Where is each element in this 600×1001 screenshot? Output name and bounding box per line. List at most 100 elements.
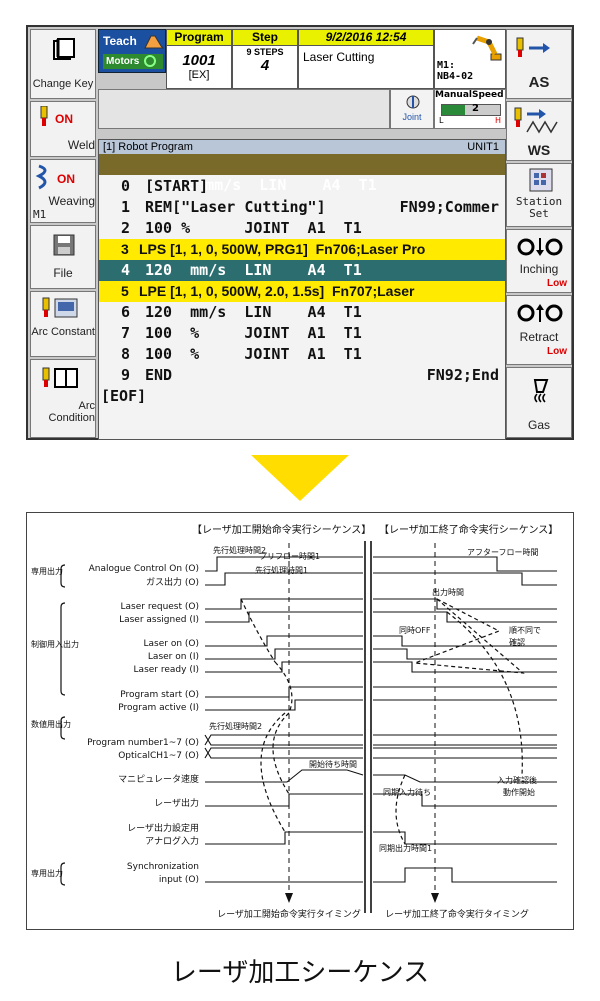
- program-window-titlebar: [1] Robot Program UNIT1: [99, 140, 505, 154]
- joint-box[interactable]: Joint: [390, 89, 434, 129]
- signal-label: Laser ready (I): [134, 665, 199, 675]
- line-text: REM["Laser Cutting"]: [145, 198, 326, 216]
- arc-book-icon: [42, 367, 78, 388]
- program-box[interactable]: Program 1001 [EX]: [166, 29, 232, 89]
- weave-icon: [35, 164, 47, 190]
- annotation: 確認: [509, 637, 525, 647]
- station-set-label: Station Set: [515, 195, 563, 220]
- current-speed-text: 120 mm/s LIN A4 T1: [169, 176, 377, 194]
- program-sub: [EX]: [188, 69, 210, 81]
- timing-label-start: レーザ加工開始命令実行タイミング: [217, 908, 361, 920]
- weld-label: Weld: [67, 138, 95, 152]
- program-label: Program: [167, 30, 231, 46]
- annotation: プリフロー時間1: [259, 552, 320, 561]
- signal-label: レーザ出力設定用: [127, 822, 199, 834]
- datetime-box: 9/2/2016 12:54 Laser Cutting: [298, 29, 434, 89]
- torch-arrow-icon: [516, 37, 550, 57]
- signal-label: Synchronization: [127, 862, 199, 872]
- weaving-on-indicator: ON: [57, 172, 75, 186]
- signal-label: Laser assigned (I): [119, 615, 199, 625]
- robot-model: NB4-02: [437, 71, 474, 82]
- motors-indicator: Motors: [103, 54, 163, 69]
- robot-status-box: M1: NB4-02: [434, 29, 506, 89]
- end-sequence-title: 【レーザ加工終了命令実行シーケンス】: [379, 523, 558, 536]
- step-box[interactable]: Step 9 STEPS 4: [232, 29, 298, 89]
- timing-arrow-icon: [285, 893, 293, 903]
- waveforms: [204, 556, 557, 883]
- joint-label: Joint: [402, 112, 422, 122]
- arc-constant-label: Arc Constant: [31, 326, 95, 338]
- line-text: 100 % JOINT A1 T1: [145, 219, 362, 237]
- teach-hand-icon: [144, 35, 165, 49]
- page-caption: レーザ加工シーケンス: [170, 958, 430, 988]
- timing-diagram: 【レーザ加工開始命令実行シーケンス】 【レーザ加工終了命令実行シーケンス】 専用…: [26, 512, 574, 930]
- inching-label: Inching: [519, 262, 559, 276]
- program-line-eof[interactable]: [EOF]: [99, 386, 505, 407]
- program-window-title: [1] Robot Program: [103, 141, 193, 153]
- weaving-sub: M1: [33, 208, 47, 221]
- station-set-button[interactable]: Station Set: [506, 163, 572, 227]
- arc-condition-button[interactable]: Arc Condition: [30, 359, 96, 438]
- signal-label: Program active (I): [118, 703, 199, 713]
- file-label: File: [53, 266, 73, 280]
- signal-label: Program number1~7 (O): [87, 738, 199, 748]
- manual-speed-bar[interactable]: 2: [441, 103, 501, 116]
- arc-condition-label: Arc Condition: [48, 400, 95, 424]
- annotation: 先行処理時間2: [213, 545, 266, 555]
- manual-speed-box[interactable]: ManualSpeed 2 L H: [434, 89, 506, 129]
- signal-label: input (O): [159, 875, 199, 885]
- current-speed-banner: 120 mm/s LIN A4 T1: [99, 154, 505, 194]
- group-label: 専用出力: [31, 868, 63, 878]
- group-label: 制御用入出力: [31, 639, 79, 649]
- signal-label: OpticalCH1~7 (O): [118, 751, 199, 761]
- signal-label: Analogue Control On (O): [89, 564, 199, 574]
- gas-button[interactable]: Gas: [506, 367, 572, 438]
- group-label: 専用出力: [31, 566, 63, 576]
- timing-diagram-svg: 【レーザ加工開始命令実行シーケンス】 【レーザ加工終了命令実行シーケンス】 専用…: [31, 523, 558, 920]
- down-arrow-icon: [251, 455, 349, 501]
- line-number: 0: [121, 177, 131, 195]
- signal-labels: Analogue Control On (O) ガス出力 (O) Laser r…: [87, 564, 199, 885]
- program-line[interactable]: 0[START]: [99, 176, 505, 197]
- line-number: 6: [121, 303, 131, 321]
- retract-button[interactable]: Retract Low: [506, 295, 572, 365]
- signal-label: マニピュレータ速度: [118, 773, 199, 785]
- signal-label: アナログ入力: [145, 835, 199, 847]
- start-sequence-title: 【レーザ加工開始命令実行シーケンス】: [192, 523, 371, 536]
- teach-mode-box[interactable]: Teach Motors: [98, 29, 166, 73]
- group-bracket: [60, 564, 66, 886]
- weaving-button[interactable]: ON Weaving M1: [30, 159, 96, 223]
- file-button[interactable]: File: [30, 225, 96, 289]
- annotations: 先行処理時間2 プリフロー時間1 先行処理時間1 アフターフロー時間 出力時間 …: [209, 545, 541, 853]
- line-number: 1: [121, 198, 131, 216]
- line-text: 120 mm/s LIN A4 T1: [145, 261, 362, 279]
- teach-mode-label: Teach: [103, 34, 137, 48]
- torch-wave-icon: [514, 107, 558, 134]
- change-key-button[interactable]: Change Key: [30, 29, 96, 99]
- weld-button[interactable]: ON Weld: [30, 101, 96, 157]
- arc-constant-button[interactable]: Arc Constant: [30, 291, 96, 357]
- retract-low-indicator: Low: [547, 346, 567, 357]
- causality-curves: [240, 598, 525, 845]
- message-area: [98, 89, 390, 129]
- retract-label: Retract: [519, 330, 559, 344]
- program-line[interactable]: 1 REM["Laser Cutting"] FN99;Commer: [99, 197, 505, 218]
- as-button[interactable]: AS: [506, 29, 572, 99]
- station-icon: [529, 168, 553, 192]
- line-number: 3: [121, 241, 129, 257]
- gas-icon: [533, 379, 549, 403]
- annotation: 動作開始: [503, 787, 535, 797]
- line-comment: FN99;Commer: [399, 198, 499, 216]
- ws-button[interactable]: WS: [506, 101, 572, 161]
- timing-marker: [288, 543, 436, 901]
- speed-high-mark: H: [494, 116, 501, 125]
- inching-button[interactable]: Inching Low: [506, 229, 572, 293]
